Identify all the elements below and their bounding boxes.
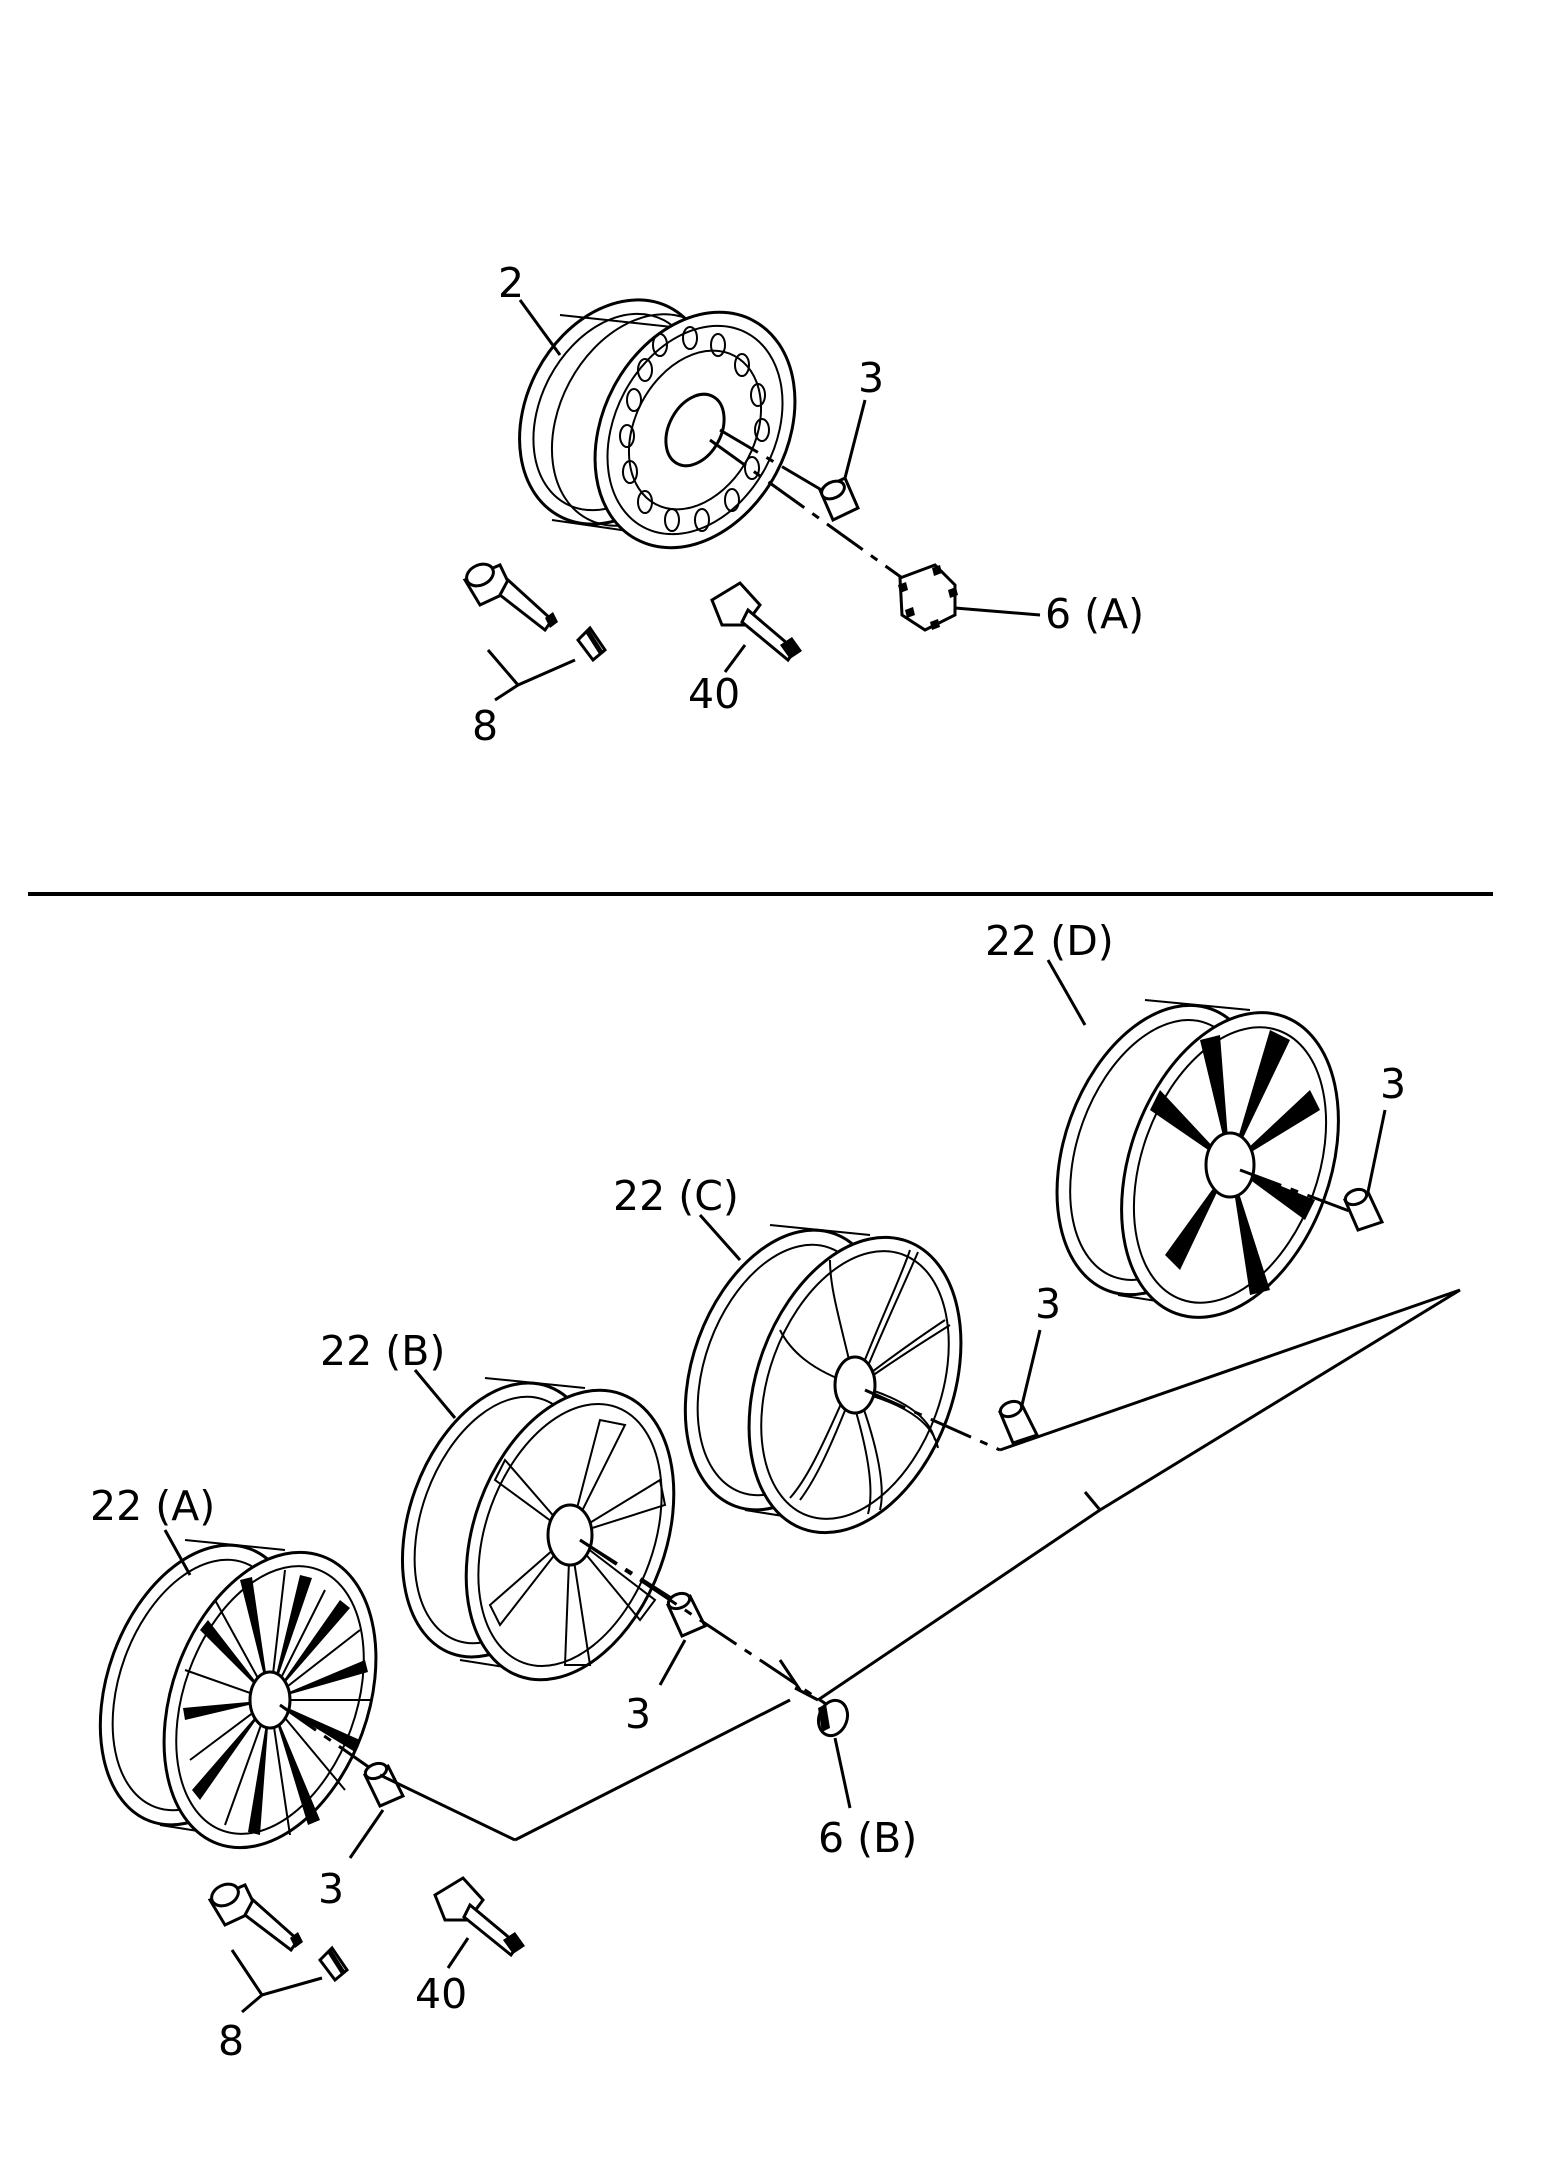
leader-3c <box>1020 1329 1042 1406</box>
valve-stem-top <box>462 562 608 663</box>
leader-2 <box>518 299 562 356</box>
label-wheel-d: 22 (D) <box>985 917 1114 965</box>
leader-22d <box>1046 959 1087 1026</box>
lug-nut-b <box>665 1591 708 1638</box>
lug-nut-top <box>818 475 860 523</box>
bracket-8-bottom <box>230 1949 323 1997</box>
bracket-8-top <box>486 649 576 687</box>
lug-nut-c <box>997 1399 1040 1445</box>
leader-3d <box>1366 1109 1387 1193</box>
leader-22c <box>698 1214 742 1261</box>
steel-wheel <box>518 298 797 550</box>
valve-stem-bottom <box>207 1882 350 1983</box>
leader-3-top <box>843 399 867 479</box>
leader-6b <box>833 1737 852 1809</box>
label-nut-a: 3 <box>318 1865 344 1913</box>
leader-6a <box>954 606 1041 617</box>
lug-nut-a <box>362 1761 406 1808</box>
leader-22b <box>413 1369 457 1419</box>
lug-nut-d <box>1342 1187 1385 1232</box>
center-cap-a <box>898 563 958 632</box>
axis-line-top <box>709 438 906 582</box>
label-steel-wheel: 2 <box>498 259 524 307</box>
leader-40-bottom <box>446 1937 470 1969</box>
label-wheel-b: 22 (B) <box>320 1327 445 1375</box>
label-nut-c: 3 <box>1035 1280 1061 1328</box>
leader-3b <box>658 1639 687 1686</box>
alloy-wheel-d <box>1055 999 1340 1319</box>
leader-22a <box>163 1529 192 1576</box>
label-wheel-a: 22 (A) <box>90 1482 215 1530</box>
center-cap-b <box>816 1698 850 1738</box>
label-sensor-top: 40 <box>688 670 740 718</box>
label-valve-bottom: 8 <box>218 2017 244 2065</box>
label-valve-top: 8 <box>472 702 498 750</box>
alloy-wheel-b <box>400 1377 676 1682</box>
steel-wheel-holes <box>619 326 770 532</box>
tpms-sensor-bottom <box>433 1876 525 1958</box>
label-sensor-bottom: 40 <box>415 1970 467 2018</box>
alloy-wheel-a <box>98 1539 378 1850</box>
label-cap-a: 6 (A) <box>1045 590 1144 638</box>
leader-3a <box>348 1809 385 1859</box>
label-nut-top: 3 <box>858 354 884 402</box>
label-nut-b: 3 <box>625 1690 651 1738</box>
label-nut-d: 3 <box>1380 1060 1406 1108</box>
alloy-wheel-c <box>683 1224 963 1535</box>
leader-40-top <box>723 644 747 673</box>
bracket-group-line <box>514 1698 791 1842</box>
label-wheel-c: 22 (C) <box>613 1172 739 1220</box>
tpms-sensor-top <box>710 581 802 663</box>
label-cap-b: 6 (B) <box>818 1814 917 1862</box>
